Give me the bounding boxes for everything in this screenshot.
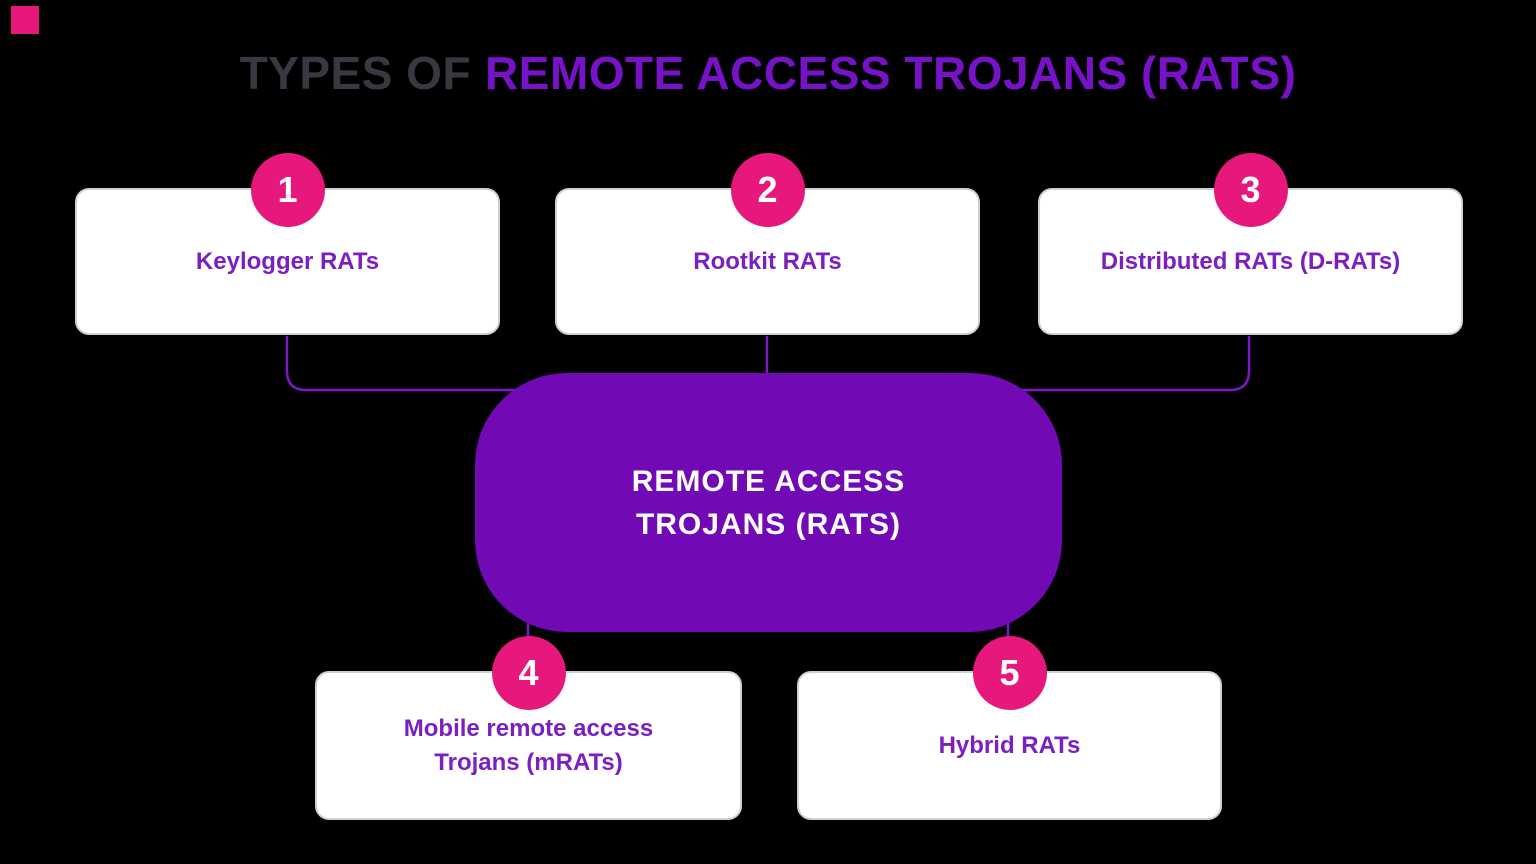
type-card-rootkit-rats: 2 Rootkit RATs: [555, 153, 980, 335]
number-badge: 3: [1213, 153, 1288, 227]
type-card-mobile-remote-access-trojans: 4 Mobile remote access Trojans (mRATs): [315, 636, 742, 820]
type-label: Rootkit RATs: [693, 247, 842, 275]
number-badge: 5: [972, 636, 1047, 710]
connector-type1-to-center: [285, 336, 520, 392]
type-label: Distributed RATs (D-RATs): [1100, 247, 1401, 275]
connector-type3-to-center: [1018, 336, 1251, 392]
type-card-distributed-rats: 3 Distributed RATs (D-RATs): [1038, 153, 1463, 335]
type-label: Keylogger RATs: [195, 247, 380, 275]
type-label: Hybrid RATs: [938, 731, 1081, 759]
number-badge: 1: [250, 153, 325, 227]
number-badge: 2: [730, 153, 805, 227]
center-node-remote-access-trojans: REMOTE ACCESS TROJANS (RATS): [475, 373, 1062, 632]
type-card-keylogger-rats: 1 Keylogger RATs: [75, 153, 500, 335]
title-prefix: TYPES OF: [239, 47, 472, 99]
center-node-label-line1: REMOTE ACCESS: [631, 464, 906, 498]
brand-corner-mark: [11, 6, 39, 34]
type-card-hybrid-rats: 5 Hybrid RATs: [797, 636, 1222, 820]
type-label: Mobile remote access Trojans (mRATs): [403, 714, 654, 776]
title-highlight: REMOTE ACCESS TROJANS (RATS): [485, 47, 1297, 99]
number-badge: 4: [491, 636, 566, 710]
center-node-label-line2: TROJANS (RATS): [635, 507, 902, 541]
